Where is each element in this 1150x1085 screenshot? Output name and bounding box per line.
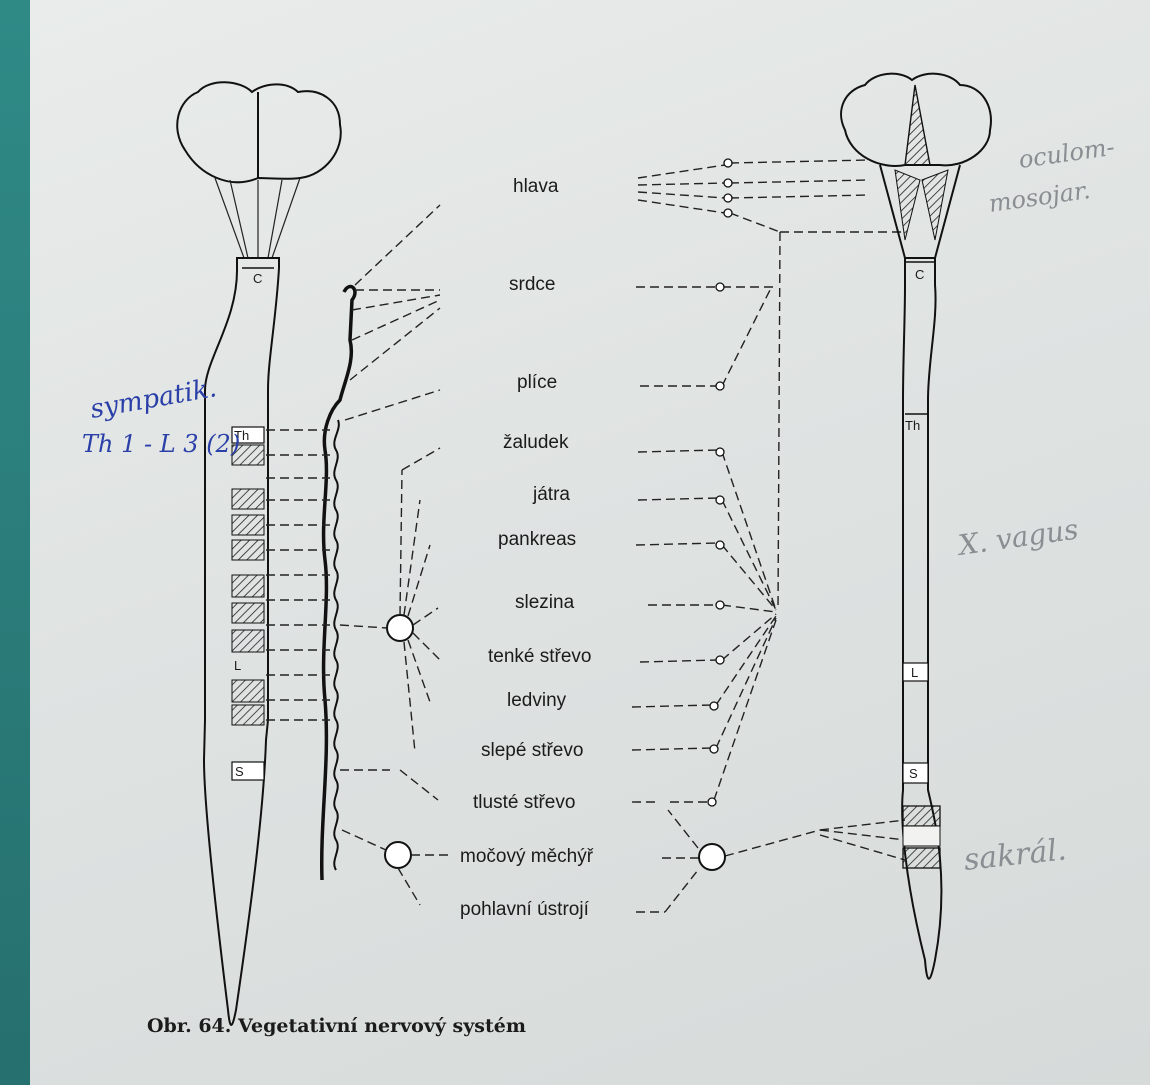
organ-label-srdce: srdce [509, 274, 555, 295]
right-segment-s: S [909, 766, 918, 781]
handnote-sympatik: sympatik. [88, 373, 219, 425]
left-organ-lines [340, 205, 448, 905]
organ-label-hlava: hlava [513, 176, 559, 197]
right-segment-th: Th [905, 418, 920, 433]
organ-label-slepe-strevo: slepé střevo [481, 740, 583, 761]
left-segment-c: C [253, 271, 262, 286]
right-ganglion-pelvic [699, 844, 725, 870]
handnote-mosojar: mosojar. [987, 176, 1092, 218]
handnote-oculom: oculom- [1017, 133, 1116, 174]
right-segment-l: L [911, 665, 918, 680]
organ-label-slezina: slezina [515, 592, 575, 613]
left-brain [177, 82, 341, 258]
right-spinal-cord: C Th L S [902, 258, 941, 979]
handnote-vagus: X. vagus [954, 512, 1080, 562]
right-segment-c: C [915, 267, 924, 282]
left-segment-s: S [235, 764, 244, 779]
left-segment-l: L [234, 658, 241, 673]
organ-label-ledviny: ledviny [507, 690, 567, 711]
organ-label-mocovy-mechyr: močový měchýř [460, 846, 594, 867]
organ-labels: hlava srdce plíce žaludek játra pankreas… [460, 176, 594, 920]
left-rami-lines [266, 430, 330, 720]
organ-label-jatra: játra [532, 484, 570, 505]
left-ganglion-lower [385, 842, 411, 868]
handnote-th-range: Th 1 - L 3 (2) [82, 430, 240, 458]
right-brain [841, 74, 991, 258]
left-spinal-cord: C Th L S [204, 258, 279, 1025]
handnote-sakral: sakrál. [962, 832, 1068, 878]
organ-label-pankreas: pankreas [498, 529, 576, 550]
figure-caption: Obr. 64. Vegetativní nervový systém [147, 1015, 526, 1037]
organ-label-tluste-strevo: tlusté střevo [473, 792, 575, 813]
left-ganglion-upper [387, 615, 413, 641]
sympathetic-chain [322, 287, 355, 880]
right-small-ganglia [708, 159, 732, 806]
right-organ-lines [632, 160, 905, 912]
organ-label-plice: plíce [517, 372, 557, 393]
organ-label-zaludek: žaludek [503, 432, 569, 453]
organ-label-tenke-strevo: tenké střevo [488, 646, 592, 667]
organ-label-pohlavni-ustroji: pohlavní ústrojí [460, 899, 590, 920]
